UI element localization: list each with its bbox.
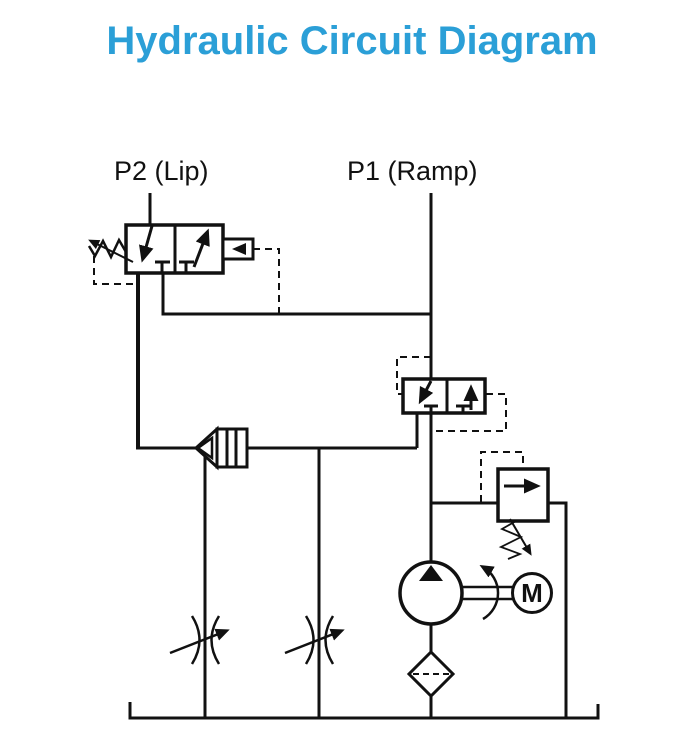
drive-shaft-lines xyxy=(462,585,513,601)
p2-port-label: P2 (Lip) xyxy=(114,156,209,186)
valve1-to-p1-line xyxy=(161,273,431,316)
flow-control-valve-right-symbol xyxy=(284,615,345,665)
pump-symbol xyxy=(398,560,464,626)
motor-label: M xyxy=(521,578,543,608)
throttle-arc-left xyxy=(190,615,201,665)
coupling-poppet-triangle xyxy=(195,435,214,461)
coupling-body xyxy=(215,427,249,469)
throttle-arc-left xyxy=(304,615,315,665)
shaft-rotation-arrow-symbol xyxy=(479,565,500,621)
pump-motor-group: M xyxy=(398,560,553,626)
valve2-blocked-port-right xyxy=(456,404,470,413)
check-valve-coupling-symbol xyxy=(193,425,249,471)
throttle-arc-right xyxy=(324,615,335,665)
relief-spring-arrow xyxy=(509,518,532,556)
pump-flow-triangle xyxy=(419,565,443,581)
pilot-triangle-icon xyxy=(232,243,246,255)
throttle-arc-right xyxy=(210,615,221,665)
pilot-lines-dashed xyxy=(93,248,524,502)
p1-pilot-valve-3-2-symbol xyxy=(401,377,487,415)
valve1-spring-drain-pilot xyxy=(93,256,136,285)
relief-pilot-line xyxy=(480,451,524,502)
pipe-lines xyxy=(128,193,600,720)
valve1-blocked-port-right xyxy=(179,260,194,273)
valve1-blocked-port-left xyxy=(155,260,170,273)
throttle-adjust-arrow xyxy=(169,628,230,655)
valve1-pilot-line xyxy=(253,248,280,313)
valve2-right-pilot-line xyxy=(432,393,507,432)
filter-symbol xyxy=(406,649,456,699)
relief-return-line xyxy=(548,501,568,718)
tank-line-symbol xyxy=(128,702,600,720)
spring-adjust-arrow xyxy=(88,239,134,263)
coupling-stripes xyxy=(225,429,238,467)
valve1-flow-arrow-left xyxy=(139,225,154,263)
electric-motor-symbol xyxy=(511,572,553,614)
throttle-adjust-arrow xyxy=(284,628,345,655)
valve2-body xyxy=(401,377,487,415)
valve1-flow-arrow-right xyxy=(192,228,210,268)
relief-valve-symbol xyxy=(496,467,550,560)
valve2-left-pilot-line xyxy=(396,356,431,395)
p1-port-label: P1 (Ramp) xyxy=(347,156,478,186)
adjustable-spring-symbol xyxy=(498,520,524,560)
relief-body xyxy=(496,467,550,523)
valve2-flow-arrow-left xyxy=(418,380,434,405)
p2-pilot-valve-3-2-symbol xyxy=(87,223,255,275)
page-title: Hydraulic Circuit Diagram xyxy=(106,19,597,63)
flow-control-valve-left-symbol xyxy=(169,615,230,665)
valve2-blocked-port-left xyxy=(424,404,438,413)
filter-diamond xyxy=(406,649,456,699)
